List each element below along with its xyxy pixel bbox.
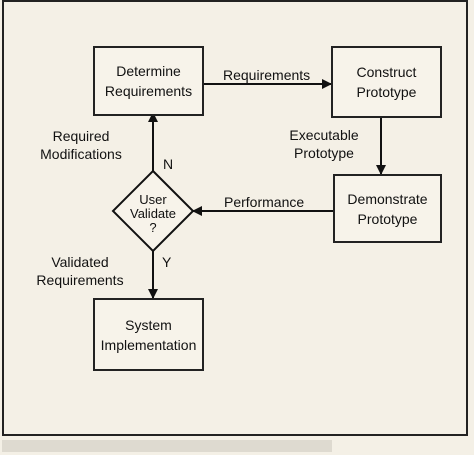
decision-label-line: ? (149, 220, 157, 235)
edge-label-executable-prototype: Executable Prototype (276, 126, 372, 162)
edge-label-no: N (163, 156, 174, 172)
node-label-line: Determine (116, 63, 181, 79)
system-implementation-box: System Implementation (93, 298, 204, 371)
edge-label-line: Executable (289, 127, 359, 143)
edge-label-required-modifications: Required Modifications (28, 127, 134, 163)
edge-label-line: Validated (51, 254, 109, 270)
edge-label-line: Prototype (294, 145, 354, 161)
edge-label-yes: Y (162, 254, 172, 270)
node-label-line: System (125, 316, 172, 333)
decision-label-line: User (139, 192, 167, 207)
determine-requirements-box: Determine Requirements (93, 46, 204, 116)
node-label-line: Requirements (104, 83, 193, 99)
node-label-line: Prototype (357, 210, 418, 227)
edge-label-line: Modifications (40, 146, 122, 162)
decision-diamond (111, 169, 195, 253)
edge-label-requirements: Requirements (223, 67, 311, 83)
node-label-line: Construct (356, 64, 417, 80)
decision-label-line: Validate (129, 206, 176, 221)
diagram-frame (2, 0, 468, 436)
demonstrate-prototype-box: Demonstrate Prototype (333, 174, 442, 243)
edge-label-line: Required (52, 128, 110, 144)
edge-label-performance: Performance (224, 194, 305, 210)
node-label-line: Implementation (100, 336, 197, 353)
decision-label: User Validate ? (113, 193, 193, 235)
edge-label-line: Requirements (36, 272, 124, 288)
node-label-line: Prototype (356, 84, 417, 100)
node-label-line: Demonstrate (347, 190, 428, 207)
construct-prototype-box: Construct Prototype (331, 46, 442, 118)
figure-caption-blurred (2, 440, 332, 452)
edge-label-validated-requirements: Validated Requirements (28, 253, 132, 289)
